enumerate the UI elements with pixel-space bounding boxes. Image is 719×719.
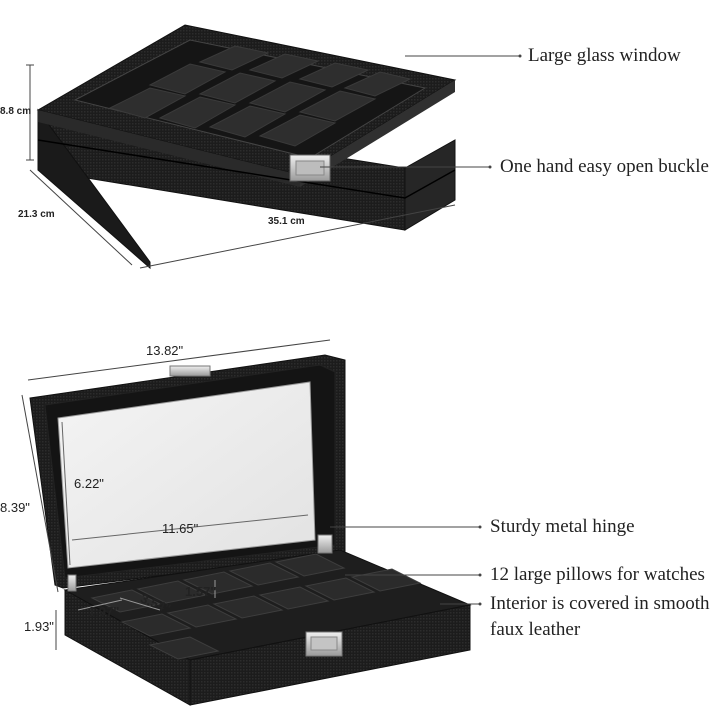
callout-interior: Interior is covered in smooth xyxy=(490,593,710,614)
lid-band xyxy=(38,110,300,187)
dimension-height-in: 8.39" xyxy=(0,500,30,515)
callout-buckle: One hand easy open buckle xyxy=(500,156,709,177)
callout-interior-line2: faux leather xyxy=(490,619,581,640)
box-left-face xyxy=(37,108,151,270)
dimension-window-width: 11.65" xyxy=(162,521,199,536)
open-watch-box xyxy=(21,339,482,706)
dimension-depth: 21.3 cm xyxy=(18,209,55,220)
dimension-window-height: 6.22" xyxy=(74,476,104,491)
callout-pillows: 12 large pillows for watches xyxy=(490,564,705,585)
dimension-width-in: 13.82" xyxy=(146,343,184,358)
watch-pillows xyxy=(90,553,422,660)
dimension-height: 8.8 cm xyxy=(0,106,32,117)
dimension-pillow-height: 1.57" xyxy=(185,584,217,599)
pillows-under-glass xyxy=(108,45,412,147)
dimension-pillow-width: 1.97" xyxy=(88,604,120,619)
lid-latch-icon xyxy=(169,365,211,377)
dimension-base-height: 1.93" xyxy=(24,619,54,634)
glass-window xyxy=(73,39,427,159)
closed-watch-box xyxy=(26,24,522,270)
dimension-width: 35.1 cm xyxy=(268,216,305,227)
callout-hinge: Sturdy metal hinge xyxy=(490,516,635,537)
box-right-face xyxy=(404,139,456,231)
hinge-icon xyxy=(317,534,333,554)
callout-glass-window: Large glass window xyxy=(528,45,681,66)
